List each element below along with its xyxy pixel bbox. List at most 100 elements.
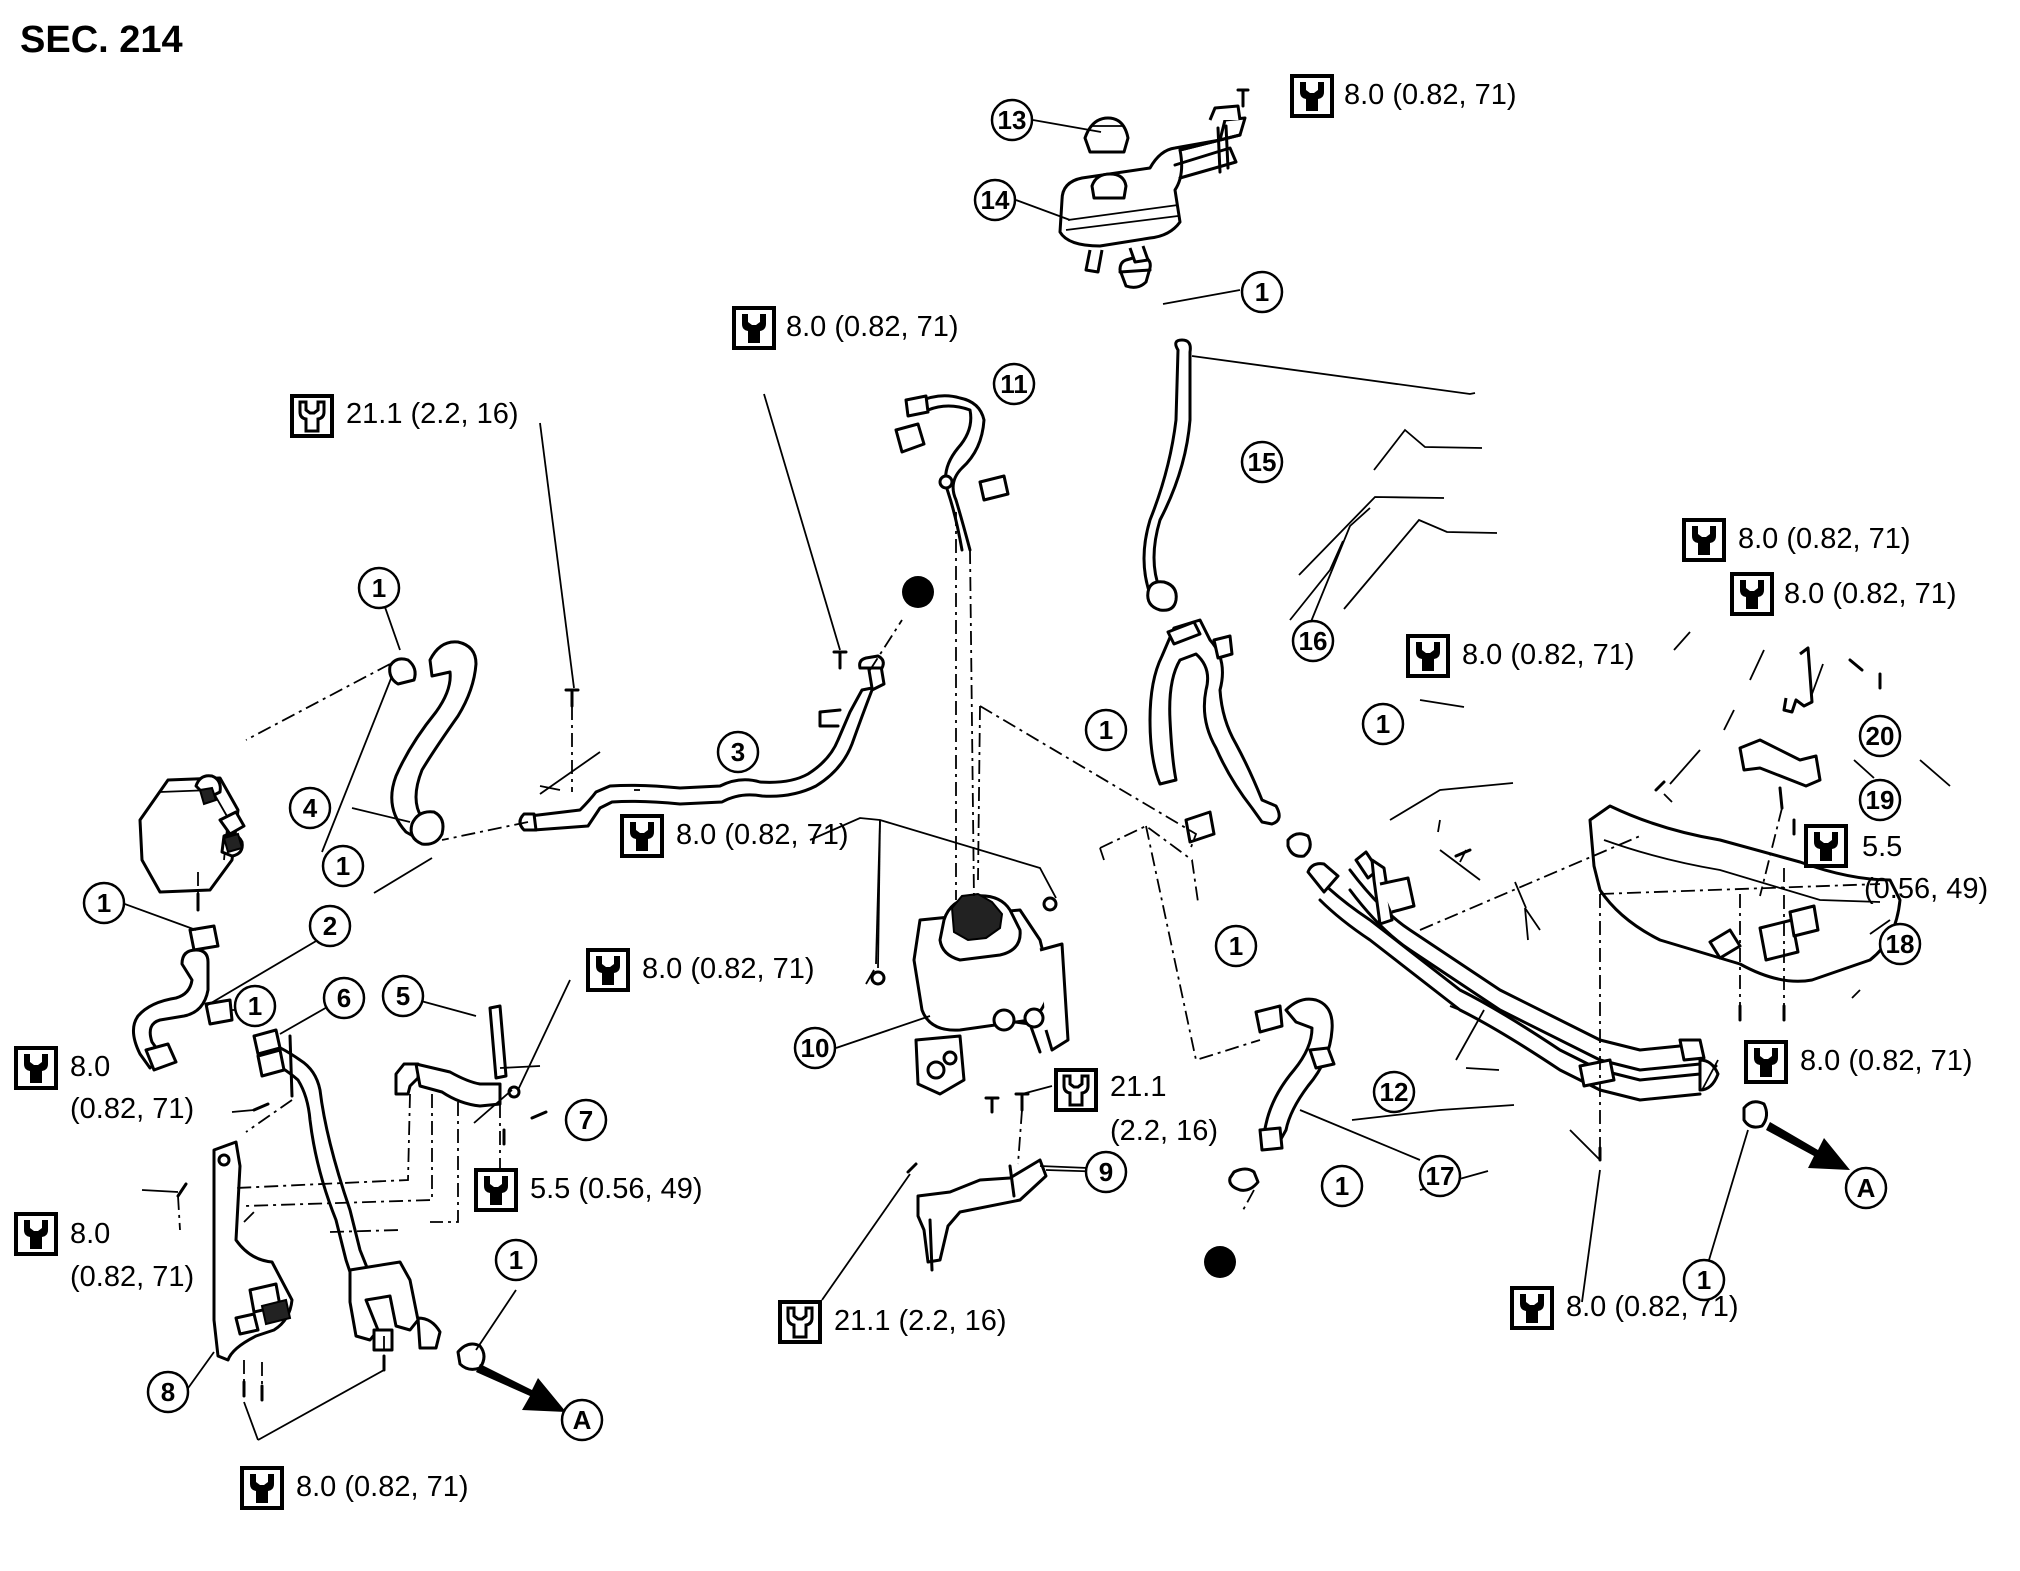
callout-A: A bbox=[1844, 1166, 1888, 1210]
svg-text:16: 16 bbox=[1299, 626, 1328, 656]
callout-2: 2 bbox=[308, 904, 352, 948]
torque-value: 8.0 (0.82, 71) bbox=[1462, 639, 1635, 671]
assembly-lines bbox=[177, 512, 1881, 1386]
torque-value: 8.0 bbox=[70, 1051, 110, 1083]
svg-text:1: 1 bbox=[1697, 1265, 1711, 1295]
torque-wrench-icon bbox=[1406, 634, 1450, 678]
svg-text:1: 1 bbox=[336, 851, 350, 881]
svg-text:1: 1 bbox=[509, 1245, 523, 1275]
svg-text:15: 15 bbox=[1248, 447, 1277, 477]
svg-text:1: 1 bbox=[248, 991, 262, 1021]
svg-text:1: 1 bbox=[372, 573, 386, 603]
callout-1: 1 bbox=[357, 566, 401, 610]
torque-spec-14: 21.1 (2.2, 16) bbox=[776, 1298, 1007, 1346]
torque-value: 8.0 (0.82, 71) bbox=[1738, 523, 1911, 555]
torque-spec-17: 8.0 (0.82, 71) bbox=[240, 1466, 469, 1510]
torque-wrench-open-icon bbox=[1052, 1066, 1100, 1114]
svg-text:1: 1 bbox=[1229, 931, 1243, 961]
connection-marker bbox=[902, 576, 934, 608]
callout-3: 3 bbox=[716, 730, 760, 774]
svg-text:8: 8 bbox=[161, 1377, 175, 1407]
torque-wrench-icon bbox=[474, 1168, 518, 1212]
callout-6: 6 bbox=[322, 976, 366, 1020]
torque-spec-12: 5.5 (0.56, 49) bbox=[474, 1168, 703, 1212]
callout-5: 5 bbox=[381, 974, 425, 1018]
svg-text:17: 17 bbox=[1426, 1161, 1455, 1191]
callout-10: 10 bbox=[793, 1026, 837, 1070]
callout-8: 8 bbox=[146, 1370, 190, 1414]
torque-value: (2.2, 16) bbox=[1110, 1115, 1218, 1147]
torque-value: 8.0 bbox=[70, 1218, 110, 1250]
callout-20: 20 bbox=[1858, 714, 1902, 758]
bypass-hose bbox=[388, 640, 478, 846]
torque-wrench-icon bbox=[1682, 518, 1726, 562]
torque-value: 5.5 (0.56, 49) bbox=[530, 1173, 703, 1205]
coolant-pipe bbox=[518, 654, 886, 832]
svg-text:1: 1 bbox=[97, 888, 111, 918]
reservoir-tank bbox=[1058, 88, 1250, 289]
y-hose bbox=[1148, 618, 1281, 826]
svg-text:2: 2 bbox=[323, 911, 337, 941]
svg-text:14: 14 bbox=[981, 185, 1010, 215]
callout-1: 1 bbox=[1214, 924, 1258, 968]
callout-4: 4 bbox=[288, 786, 332, 830]
torque-spec-7: 8.0 (0.82, 71) bbox=[620, 814, 849, 858]
torque-wrench-icon bbox=[1744, 1040, 1788, 1084]
callout-13: 13 bbox=[990, 98, 1034, 142]
callout-16: 16 bbox=[1291, 619, 1335, 663]
torque-wrench-icon bbox=[1804, 824, 1848, 868]
electric-water-pump bbox=[912, 892, 1070, 1096]
mounting-brackets bbox=[1738, 646, 1882, 810]
torque-wrench-open-icon bbox=[288, 392, 336, 440]
heat-shield-bracket bbox=[1588, 804, 1902, 983]
callout-14: 14 bbox=[973, 178, 1017, 222]
torque-spec-1: 8.0 (0.82, 71) bbox=[1290, 74, 1517, 118]
callout-1: 1 bbox=[1084, 708, 1128, 752]
callouts: 13 14 1 11 15 1 16 1 20 3 4 1 1 19 1 2 1… bbox=[82, 98, 1922, 1442]
heater-valve bbox=[138, 774, 246, 912]
svg-text:12: 12 bbox=[1380, 1077, 1409, 1107]
heater-hose-assembly bbox=[252, 1028, 442, 1352]
torque-wrench-icon bbox=[1730, 572, 1774, 616]
torque-spec-11: 21.1 (2.2, 16) bbox=[1052, 1066, 1218, 1147]
callout-19: 19 bbox=[1858, 778, 1902, 822]
torque-spec-2: 8.0 (0.82, 71) bbox=[732, 306, 959, 350]
torque-spec-9: 8.0 (0.82, 71) bbox=[586, 948, 815, 992]
torque-value: 5.5 bbox=[1862, 831, 1902, 863]
torque-spec-6: 8.0 (0.82, 71) bbox=[1406, 634, 1635, 678]
reservoir-hose bbox=[1142, 338, 1192, 612]
torque-value: 8.0 (0.82, 71) bbox=[1344, 79, 1517, 111]
callout-1: 1 bbox=[494, 1238, 538, 1282]
torque-value: 21.1 bbox=[1110, 1071, 1166, 1103]
torque-wrench-icon bbox=[732, 306, 776, 350]
short-hose bbox=[132, 948, 210, 1072]
torque-value: 8.0 (0.82, 71) bbox=[676, 819, 849, 851]
svg-text:10: 10 bbox=[801, 1033, 830, 1063]
torque-spec-4: 8.0 (0.82, 71) bbox=[1682, 518, 1911, 562]
svg-text:11: 11 bbox=[1000, 369, 1028, 399]
torque-spec-8: 5.5 (0.56, 49) bbox=[1804, 824, 1988, 905]
svg-text:1: 1 bbox=[1099, 715, 1113, 745]
harness-connector bbox=[894, 394, 1010, 552]
svg-text:1: 1 bbox=[1335, 1171, 1349, 1201]
callout-12: 12 bbox=[1372, 1070, 1416, 1114]
svg-text:3: 3 bbox=[731, 737, 745, 767]
torque-wrench-icon bbox=[1510, 1286, 1554, 1330]
callout-18: 18 bbox=[1878, 922, 1922, 966]
callout-A: A bbox=[560, 1398, 604, 1442]
torque-wrench-icon bbox=[14, 1046, 58, 1090]
svg-text:7: 7 bbox=[579, 1105, 593, 1135]
svg-text:1: 1 bbox=[1255, 277, 1269, 307]
torque-wrench-icon bbox=[620, 814, 664, 858]
torque-spec-5: 8.0 (0.82, 71) bbox=[1730, 572, 1957, 616]
callout-1: 1 bbox=[1320, 1164, 1364, 1208]
torque-spec-13: 8.0 (0.82, 71) bbox=[14, 1212, 194, 1293]
svg-text:9: 9 bbox=[1099, 1157, 1113, 1187]
lower-hose bbox=[1258, 997, 1336, 1152]
callout-15: 15 bbox=[1240, 440, 1284, 484]
hose-clamps bbox=[188, 810, 1769, 1371]
connection-marker bbox=[1204, 1246, 1236, 1278]
callout-1: 1 bbox=[321, 844, 365, 888]
torque-wrench-open-icon bbox=[776, 1298, 824, 1346]
